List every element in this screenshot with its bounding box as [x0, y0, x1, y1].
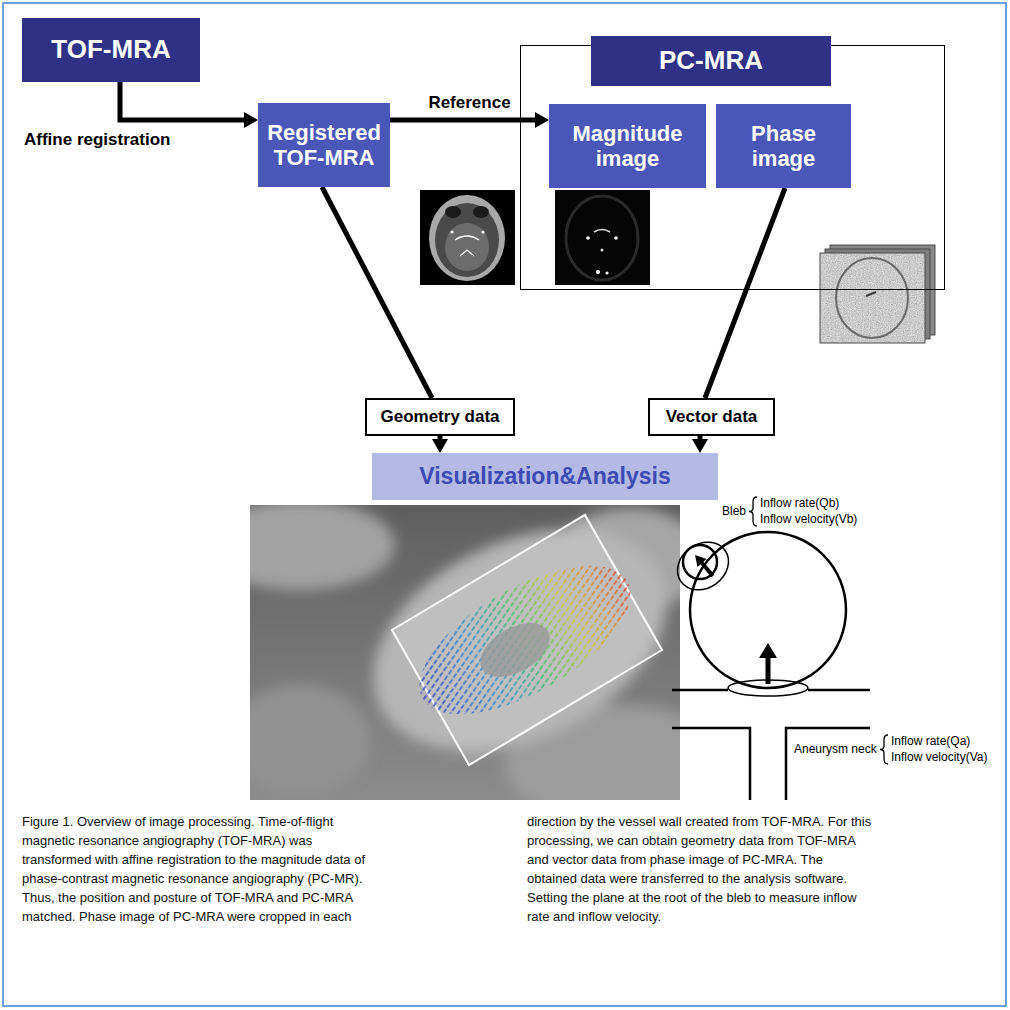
process-box: Registered TOF-MRA — [258, 103, 390, 187]
connector — [120, 82, 258, 128]
connector-line — [705, 188, 785, 398]
tof-thumbnail — [420, 190, 515, 285]
annotation-label: Inflow rate(Qa) — [891, 734, 970, 748]
connector-line — [322, 187, 432, 398]
process-box: Phase image — [716, 104, 851, 188]
node-label: Magnitude image — [555, 121, 700, 172]
node-label: Vector data — [666, 407, 758, 427]
connector — [705, 188, 785, 398]
connector — [432, 436, 448, 453]
panel-frame — [3, 3, 1006, 1006]
arrow-head — [535, 112, 549, 128]
annotation-label: Inflow rate(Qb) — [760, 496, 839, 510]
connector-line — [390, 118, 537, 123]
annotation-label: Aneurysm neck — [794, 742, 877, 756]
node-label: Registered TOF-MRA — [264, 120, 384, 171]
node-label: Geometry data — [380, 407, 499, 427]
magnitude-thumbnail — [555, 190, 650, 285]
node-label: Visualization&Analysis — [419, 463, 670, 489]
process-box: Magnitude image — [549, 104, 706, 188]
node-label: Phase image — [722, 121, 845, 172]
group-box: PC-MRAMagnitude imagePhase image — [520, 45, 945, 290]
node-label: TOF-MRA — [51, 35, 170, 65]
aneurysm-schematic — [668, 497, 888, 800]
output-box: Visualization&Analysis — [372, 453, 718, 500]
arrow-head — [432, 439, 448, 453]
arrow-head — [244, 112, 258, 128]
annotation-label: Inflow velocity(Va) — [891, 750, 987, 764]
phase-thumbnail — [820, 245, 935, 343]
flow-rendering — [250, 505, 680, 800]
annotation-label: Bleb — [722, 504, 746, 518]
annotation-label: Inflow velocity(Vb) — [760, 512, 857, 526]
data-box: Vector data — [648, 398, 775, 436]
figure-caption: Figure 1. Overview of image processing. … — [22, 812, 872, 926]
connector — [692, 436, 708, 453]
arrow-head — [692, 439, 708, 453]
source-box: TOF-MRA — [22, 18, 200, 82]
edge-label: Reference — [426, 93, 512, 113]
data-box: Geometry data — [365, 398, 515, 436]
connector-line — [120, 82, 246, 120]
connector — [390, 112, 549, 128]
group-heading: PC-MRA — [591, 36, 831, 86]
connector — [322, 187, 432, 398]
edge-label: Affine registration — [22, 130, 172, 150]
